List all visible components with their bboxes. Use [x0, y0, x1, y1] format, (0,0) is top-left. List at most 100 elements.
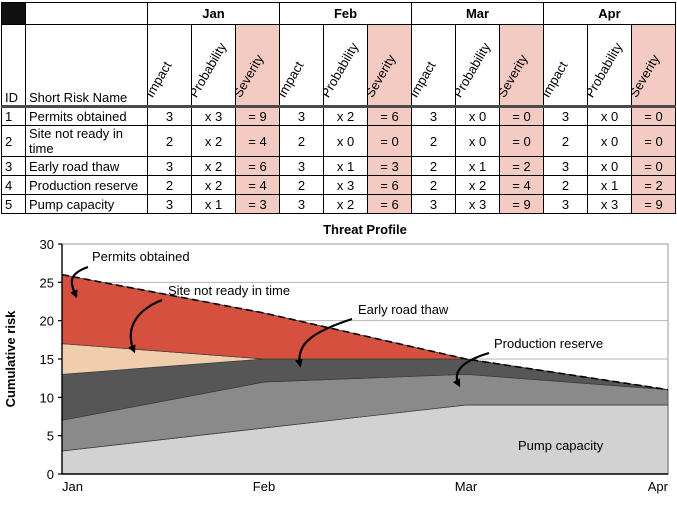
severity-cell: = 3	[235, 194, 280, 214]
chart-title: Threat Profile	[323, 222, 407, 237]
risk-id-cell: 5	[1, 194, 26, 214]
impact-cell: 3	[279, 194, 324, 214]
subheader-severity-apr: Severity	[631, 24, 676, 108]
subheader-impact-mar: Impact	[411, 24, 456, 108]
risk-id-cell: 2	[1, 125, 26, 157]
impact-cell: 3	[543, 106, 588, 126]
severity-cell: = 0	[631, 106, 676, 126]
x-label-apr: Apr	[648, 479, 669, 494]
impact-cell: 3	[147, 194, 192, 214]
name-column-header: Short Risk Name	[25, 24, 148, 108]
subheader-probability-feb: Probability	[323, 24, 368, 108]
severity-cell: = 6	[367, 175, 412, 195]
severity-rotated-label: Severity	[235, 51, 267, 100]
impact-cell: 3	[411, 106, 456, 126]
annotation-label-pump-capacity: Pump capacity	[518, 438, 604, 453]
severity-cell: = 9	[631, 194, 676, 214]
subheader-probability-mar: Probability	[455, 24, 500, 108]
impact-cell: 2	[147, 125, 192, 157]
severity-cell: = 3	[367, 156, 412, 176]
impact-cell: 2	[543, 175, 588, 195]
annotation-arrow-site-not-ready-in-time	[128, 298, 163, 354]
impact-cell: 2	[543, 125, 588, 157]
y-axis-title: Cumulative risk	[3, 310, 18, 408]
risk-name-cell: Pump capacity	[25, 194, 148, 214]
annotation-arrow-early-road-thaw	[295, 317, 353, 368]
blank-header-cell	[25, 2, 148, 25]
probability-cell: x 3	[323, 175, 368, 195]
subheader-probability-apr: Probability	[587, 24, 632, 108]
annotation-label-site-not-ready-in-time: Site not ready in time	[168, 283, 290, 298]
probability-rotated-label: Probability	[587, 39, 626, 100]
probability-cell: x 2	[323, 194, 368, 214]
y-tick-label: 30	[40, 237, 54, 252]
severity-cell: = 0	[631, 125, 676, 157]
subheader-impact-jan: Impact	[147, 24, 192, 108]
subheader-impact-feb: Impact	[279, 24, 324, 108]
probability-cell: x 3	[587, 194, 632, 214]
severity-cell: = 6	[367, 106, 412, 126]
impact-rotated-label: Impact	[279, 58, 307, 100]
severity-rotated-label: Severity	[631, 51, 663, 100]
probability-cell: x 2	[191, 175, 236, 195]
probability-cell: x 0	[323, 125, 368, 157]
annotation-label-permits-obtained: Permits obtained	[92, 249, 190, 264]
impact-cell: 2	[411, 125, 456, 157]
impact-cell: 2	[279, 125, 324, 157]
subheader-probability-jan: Probability	[191, 24, 236, 108]
subheader-impact-apr: Impact	[543, 24, 588, 108]
probability-cell: x 1	[191, 194, 236, 214]
severity-cell: = 2	[499, 156, 544, 176]
probability-cell: x 3	[191, 106, 236, 126]
impact-cell: 3	[147, 156, 192, 176]
risk-name-cell: Permits obtained	[25, 106, 148, 126]
annotation-label-early-road-thaw: Early road thaw	[358, 302, 449, 317]
impact-cell: 2	[147, 175, 192, 195]
probability-cell: x 1	[455, 156, 500, 176]
probability-cell: x 2	[191, 156, 236, 176]
probability-rotated-label: Probability	[191, 39, 230, 100]
impact-cell: 2	[411, 156, 456, 176]
risk-id-cell: 3	[1, 156, 26, 176]
impact-cell: 3	[279, 106, 324, 126]
probability-cell: x 0	[587, 125, 632, 157]
annotation-arrow-production-reserve	[452, 351, 490, 388]
severity-cell: = 2	[631, 175, 676, 195]
severity-cell: = 9	[499, 194, 544, 214]
risk-id-cell: 1	[1, 106, 26, 126]
month-header-jan: Jan	[147, 2, 280, 25]
probability-cell: x 2	[455, 175, 500, 195]
subheader-severity-feb: Severity	[367, 24, 412, 108]
y-tick-label: 15	[40, 352, 54, 367]
x-label-jan: Jan	[62, 479, 83, 494]
probability-cell: x 3	[455, 194, 500, 214]
probability-cell: x 0	[587, 106, 632, 126]
probability-rotated-label: Probability	[323, 39, 362, 100]
subheader-severity-mar: Severity	[499, 24, 544, 108]
month-header-feb: Feb	[279, 2, 412, 25]
risk-name-cell: Early road thaw	[25, 156, 148, 176]
severity-cell: = 4	[499, 175, 544, 195]
severity-cell: = 4	[235, 175, 280, 195]
probability-cell: x 0	[455, 106, 500, 126]
y-tick-label: 25	[40, 275, 54, 290]
y-tick-label: 5	[47, 429, 54, 444]
month-header-mar: Mar	[411, 2, 544, 25]
probability-rotated-label: Probability	[455, 39, 494, 100]
y-tick-label: 20	[40, 314, 54, 329]
total-risk-dashed-line	[61, 273, 669, 391]
probability-cell: x 1	[587, 175, 632, 195]
probability-cell: x 0	[455, 125, 500, 157]
impact-cell: 3	[543, 194, 588, 214]
severity-cell: = 9	[235, 106, 280, 126]
subheader-severity-jan: Severity	[235, 24, 280, 108]
severity-cell: = 0	[367, 125, 412, 157]
severity-cell: = 6	[235, 156, 280, 176]
